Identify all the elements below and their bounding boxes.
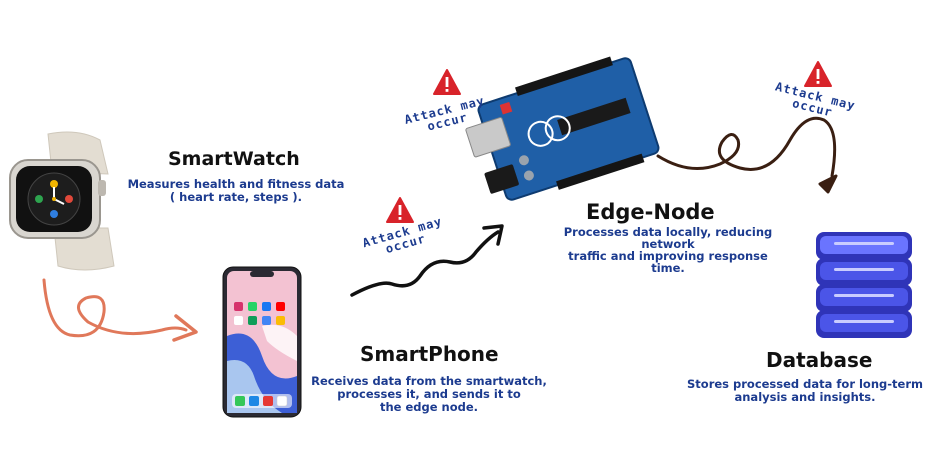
smartphone-title: SmartPhone	[360, 342, 499, 366]
desc-line: processes it, and sends it to	[337, 387, 521, 401]
arrow-phone-to-edge-head	[482, 224, 504, 246]
database-title: Database	[766, 348, 873, 372]
smartwatch-title: SmartWatch	[168, 148, 300, 170]
smartphone-image	[222, 266, 302, 418]
edge-node-title: Edge-Node	[586, 200, 715, 224]
warning-triangle-icon	[433, 69, 461, 95]
arrow-edge-to-db-path	[656, 116, 837, 178]
arrow-phone-to-edge-path	[350, 230, 500, 297]
edge-node-description: Processes data locally, reducing network…	[546, 226, 790, 274]
desc-line: ( heart rate, steps ).	[169, 190, 303, 204]
desc-line: Stores processed data for long-term	[687, 377, 923, 391]
database-description: Stores processed data for long-term anal…	[680, 378, 930, 404]
arrow-watch-to-phone-head	[172, 314, 198, 342]
desc-line: time.	[651, 261, 685, 275]
desc-line: the edge node.	[379, 400, 479, 414]
smartphone-description: Receives data from the smartwatch, proce…	[306, 375, 552, 414]
smartwatch-description: Measures health and fitness data ( heart…	[120, 178, 352, 204]
desc-line: network	[641, 237, 695, 251]
database-image	[816, 232, 912, 338]
edge-node-board-image	[465, 56, 660, 201]
warning-triangle-icon	[804, 61, 832, 87]
desc-line: Processes data locally, reducing	[563, 225, 773, 239]
smartwatch-image	[9, 131, 115, 271]
desc-line: analysis and insights.	[734, 390, 876, 404]
desc-line: Measures health and fitness data	[127, 177, 345, 191]
desc-line: traffic and improving response	[568, 249, 768, 263]
arrow-watch-to-phone-path	[42, 278, 188, 338]
warning-triangle-icon	[386, 197, 414, 223]
arrow-edge-to-db-head	[818, 174, 838, 194]
desc-line: Receives data from the smartwatch,	[311, 374, 547, 388]
